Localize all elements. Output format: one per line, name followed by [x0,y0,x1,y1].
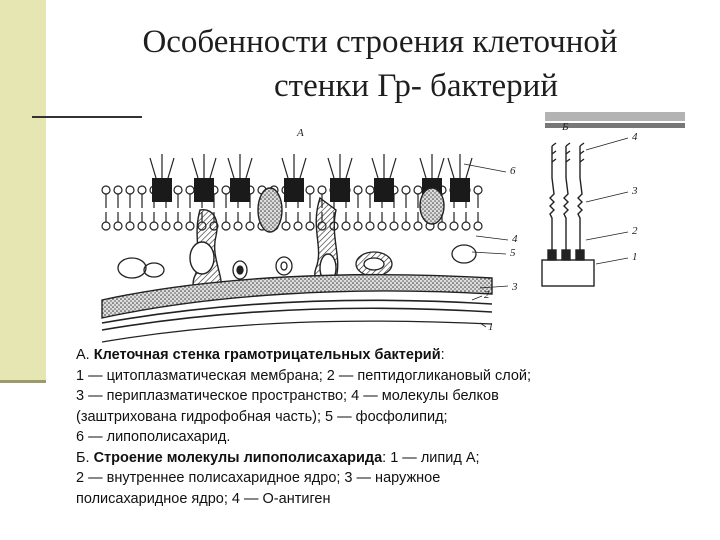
phospholipid [173,185,183,231]
cytoplasmic-membrane [101,299,493,324]
right-accent-bar-dark [545,123,685,128]
lps-molecule [327,154,353,202]
label-b-2: 2 [632,225,638,237]
cell-wall-diagram: А 6 4 5 3 2 1 Б 4 [101,121,638,343]
caption-line-7: 2 — внутреннее полисахаридное ядро; 3 — … [76,470,441,486]
title-underline [32,116,142,118]
lipopolysaccharide-molecules [149,154,473,202]
phospholipid [125,185,135,231]
lps-molecule [191,154,217,202]
lps-chains [547,142,585,261]
caption-b-heading: Строение молекулы липополисахарида [93,449,383,466]
title-line-1: Особенности строения клеточной [142,24,618,60]
label-panel-b: Б [561,121,569,133]
periplasm-particles [117,244,477,280]
peptidoglycan-layer [101,273,493,319]
lps-molecule [149,154,175,202]
figure-caption: А. Клеточная стенка грамотрицательных ба… [76,345,696,509]
cytoplasmic-membrane-inner [101,307,493,331]
caption-line-6: Б. Строение молекулы липополисахарида: 1… [76,448,696,469]
caption-a-heading: Клеточная стенка грамотрицательных бакте… [93,347,441,363]
label-a-2: 2 [484,289,490,301]
phospholipid [185,185,195,231]
lps-molecule [447,154,473,202]
phospholipid [305,185,315,231]
periplasmic-proteins [189,187,445,302]
phospholipid [401,185,411,231]
phospholipid [353,185,363,231]
label-a-3: 3 [511,281,518,293]
phospholipid [113,185,123,231]
phospholipid [221,185,231,231]
caption-line-3: 3 — периплазматическое пространство; 4 —… [76,388,499,404]
label-a-1: 1 [488,321,494,333]
caption-a-prefix: А. [76,347,94,363]
caption-b-prefix: Б. [76,449,94,466]
caption-line-4: (заштрихована гидрофобная часть); 5 — фо… [76,408,448,425]
label-a-6: 6 [510,165,516,177]
left-accent-line [0,380,46,383]
lipid-a-block [541,259,595,287]
caption-line-8: полисахаридное ядро; 4 — О-антиген [76,490,331,507]
label-a-4: 4 [512,233,518,245]
lps-molecule [371,154,397,202]
phospholipid [365,185,375,231]
caption-line-5: 6 — липополисахарид. [76,429,231,445]
phospholipid [101,185,111,231]
slide-title: Особенности строения клеточной стенки Гр… [60,20,700,108]
label-b-1: 1 [632,251,638,263]
label-panel-a: А [296,127,304,139]
caption-line-1: А. Клеточная стенка грамотрицательных ба… [76,345,696,366]
left-accent-bar [0,0,46,383]
phospholipid [413,185,423,231]
caption-a-colon: : [440,347,445,363]
label-b-3: 3 [631,185,638,197]
panel-b-lps-molecule: Б 4 3 2 1 [541,121,638,287]
label-a-5: 5 [510,247,516,259]
right-accent-bar-light [545,112,685,121]
caption-line-2: 1 — цитоплазматическая мембрана; 2 — пеп… [76,367,532,384]
lps-molecule [227,154,253,202]
panel-a-diagram: А 6 4 5 3 2 1 [101,127,518,343]
phospholipid [473,185,483,231]
phospholipid [137,185,147,231]
caption-b-rest: : 1 — липид А; [382,449,480,466]
lps-molecule [281,154,307,202]
title-line-2: стенки Гр- бактерий [274,68,558,104]
label-b-4: 4 [632,131,638,143]
